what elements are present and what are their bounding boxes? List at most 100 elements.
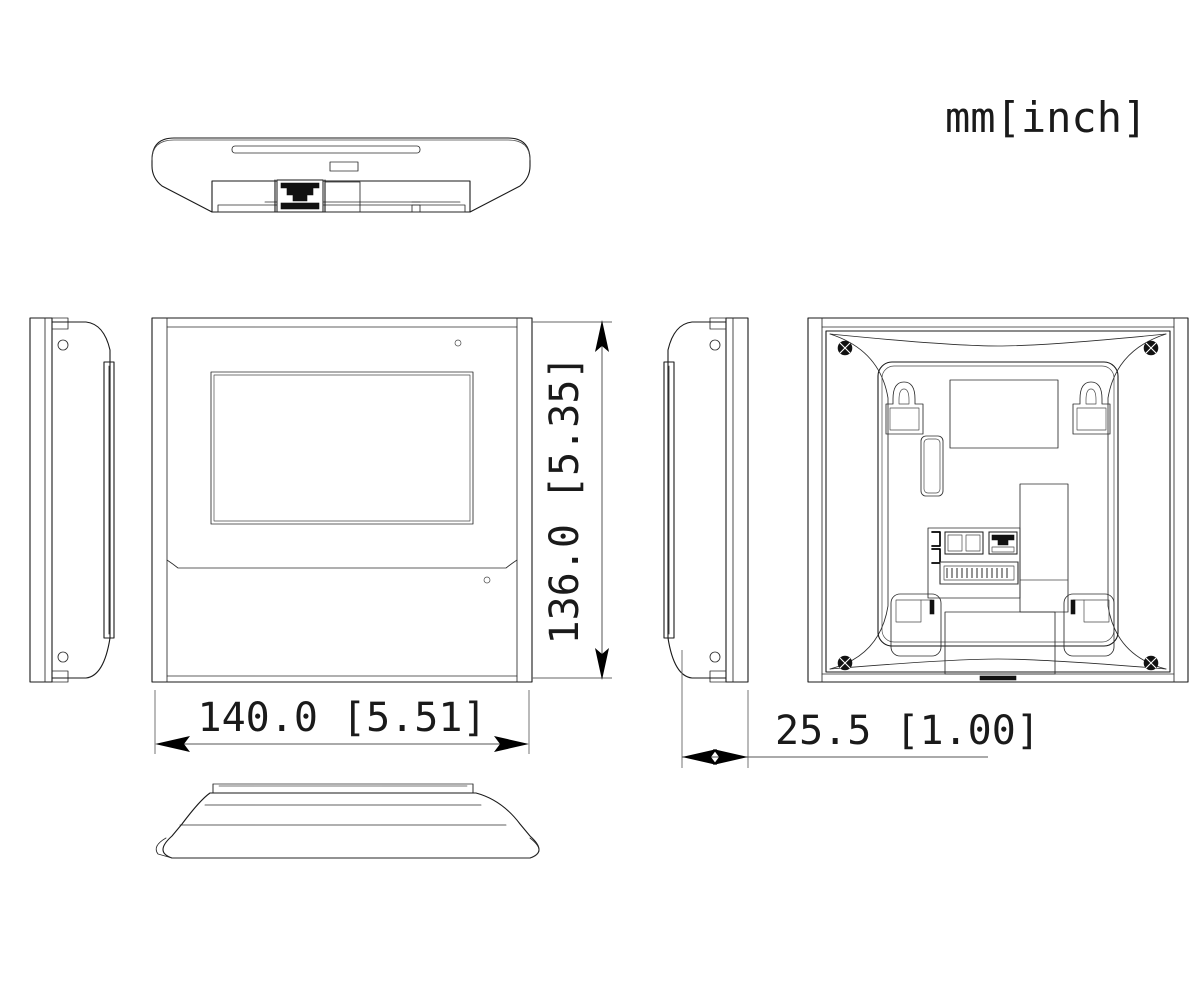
- unit-label: mm[inch]: [945, 93, 1147, 142]
- screw-top-right-cross: [1145, 342, 1157, 354]
- keyhole-slot-left: [885, 381, 924, 435]
- top-view-rj45-connector: [276, 179, 324, 213]
- rear-view-taper-top: [829, 333, 1167, 347]
- front-view-bezel-sides: [166, 317, 518, 683]
- keyhole-slot-left-body: [889, 407, 920, 431]
- rear-view-bezel-top-bottom: [821, 326, 1175, 675]
- connector-bracket-lower: [931, 548, 941, 564]
- left-side-glass-strip: [29, 317, 53, 683]
- top-view-body-outline: [151, 137, 531, 213]
- right-side-bottom-cap: [709, 670, 727, 683]
- connector-pcb-outline: [927, 527, 1021, 599]
- height-arrow-top: [595, 320, 609, 352]
- height-arrow-bottom: [595, 648, 609, 680]
- height-dimension-label: 136.0 [5.35]: [542, 356, 588, 645]
- screw-bottom-left-cross: [839, 657, 851, 669]
- top-view: [151, 137, 531, 213]
- keyhole-slot-left-arch: [898, 388, 910, 405]
- right-side-rear-flange: [663, 361, 675, 639]
- top-view-rim-right: [411, 204, 466, 213]
- front-view-screen-inner-bezel: [213, 374, 471, 522]
- keyhole-slot-right-body: [1076, 407, 1107, 431]
- top-view-connector-frame: [274, 179, 326, 213]
- right-side-body-profile: [667, 321, 727, 679]
- rear-view-taper-left: [829, 333, 889, 670]
- rj45-contact-profile: [280, 182, 320, 202]
- rear-view-cable-channel: [1019, 483, 1069, 613]
- wide-connector-housing: [944, 531, 984, 555]
- keyhole-slot-left-outline: [885, 381, 924, 435]
- bottom-view-bar-ends: [212, 783, 474, 794]
- bottom-view-top-bar: [212, 783, 474, 794]
- keyhole-slot-right-arch: [1085, 388, 1097, 405]
- bracket-slot-right-clip: [1070, 599, 1076, 615]
- bracket-slot-left-clip: [929, 599, 935, 615]
- rear-view-taper-bottom: [829, 658, 1167, 670]
- rj45-base: [280, 202, 320, 210]
- depth-dimension-label: 25.5 [1.00]: [775, 708, 1040, 754]
- screw-top-left-cross: [839, 342, 851, 354]
- screw-top-right: [1143, 340, 1159, 356]
- rear-view-bottom-marking: [979, 675, 1017, 681]
- depth-arrow-left: [682, 749, 717, 765]
- rear-view-connector-group: [927, 527, 1021, 599]
- wide-connector-bay-left: [947, 534, 963, 552]
- top-view-front-edge: [151, 139, 531, 161]
- rear-view-back-plate-inner: [881, 365, 1115, 643]
- left-side-screw-hole-top: [57, 339, 69, 351]
- screw-bottom-left: [837, 655, 853, 671]
- bracket-slot-right: [1063, 593, 1115, 657]
- terminal-block-rails: [939, 561, 1019, 585]
- width-dimension-label: 140.0 [5.51]: [198, 695, 487, 741]
- front-view-outer-housing: [151, 317, 533, 683]
- screw-bottom-right: [1143, 655, 1159, 671]
- front-view-indicator-dot-bottom: [483, 576, 491, 584]
- dimension-width: 140.0 [5.51]: [154, 690, 530, 754]
- terminal-block-inner: [943, 565, 1015, 581]
- front-view-panel-divider: [166, 559, 518, 569]
- rear-view-vertical-slot: [920, 435, 944, 497]
- screw-top-left: [837, 340, 853, 356]
- front-view: [151, 317, 533, 683]
- bottom-view-body-profile: [162, 792, 540, 859]
- right-side-screw-hole-bottom: [709, 651, 721, 663]
- rear-view-outer-housing: [807, 317, 1189, 683]
- rj45-port-base: [991, 546, 1015, 553]
- bracket-slot-left-window: [895, 599, 922, 623]
- left-side-rear-flange: [103, 361, 115, 639]
- width-arrow-right: [494, 736, 529, 752]
- terminal-block-pins: [946, 568, 1008, 578]
- dimension-depth: 25.5 [1.00]: [681, 650, 1040, 768]
- left-side-top-cap: [51, 317, 69, 330]
- left-side-view: [29, 317, 115, 683]
- rear-view-back-plate: [877, 361, 1119, 647]
- rear-view-shell-edge: [825, 330, 1171, 673]
- keyhole-slot-right: [1072, 381, 1111, 435]
- rj45-port: [988, 531, 1018, 555]
- front-view-indicator-dot-top: [454, 339, 462, 347]
- top-view-connector-shelf: [324, 181, 361, 213]
- rear-view-corner-screws: [837, 340, 1159, 671]
- top-view-rear-plate: [211, 180, 471, 213]
- rj45-port-contacts: [991, 534, 1015, 546]
- connector-bracket-upper: [931, 531, 941, 547]
- bottom-view-rim: [155, 837, 540, 859]
- rear-view-vertical-slot-inner: [923, 438, 941, 494]
- left-side-body-profile: [51, 321, 111, 679]
- dimension-height: 136.0 [5.35]: [532, 320, 612, 680]
- rear-view-bezel-sides: [821, 317, 1175, 683]
- left-side-bottom-cap: [51, 670, 69, 683]
- terminal-block: [939, 561, 1019, 585]
- rear-view-lower-block: [944, 611, 1056, 675]
- bracket-slot-left-outline: [890, 593, 942, 657]
- top-view-center-notch: [329, 161, 359, 172]
- rear-view-taper-right: [1107, 333, 1167, 670]
- width-arrow-left: [155, 736, 190, 752]
- wide-connector-bay-right: [965, 534, 981, 552]
- depth-arrow-right: [713, 749, 748, 765]
- front-view-screen: [210, 371, 474, 525]
- keyhole-slot-right-outline: [1072, 381, 1111, 435]
- right-side-screw-hole-top: [709, 339, 721, 351]
